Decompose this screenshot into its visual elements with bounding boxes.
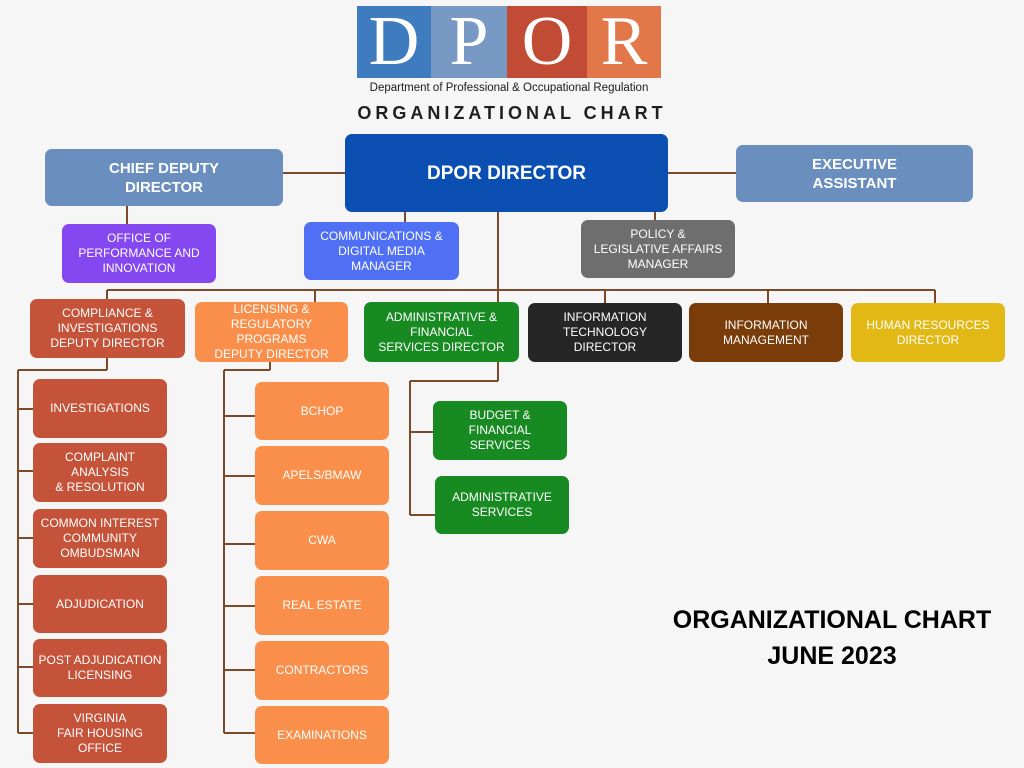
logo-subtitle: Department of Professional & Occupationa… (369, 82, 649, 94)
node-administrative-director: ADMINISTRATIVE & FINANCIAL SERVICES DIRE… (364, 302, 519, 362)
unit-apels-bmaw: APELS/BMAW (255, 446, 389, 505)
unit-adjudication: ADJUDICATION (33, 575, 167, 633)
node-communications-manager: COMMUNICATIONS & DIGITAL MEDIA MANAGER (304, 222, 459, 280)
node-executive-assistant: EXECUTIVE ASSISTANT (736, 145, 973, 202)
node-chief-deputy-director: CHIEF DEPUTY DIRECTOR (45, 149, 283, 206)
unit-administrative-services: ADMINISTRATIVE SERVICES (435, 476, 569, 534)
node-dpor-director: DPOR DIRECTOR (345, 134, 668, 212)
logo-letter-d: D (357, 6, 431, 78)
unit-budget-financial: BUDGET & FINANCIAL SERVICES (433, 401, 567, 460)
logo-letter-r: R (587, 6, 661, 78)
node-compliance-deputy-director: COMPLIANCE & INVESTIGATIONS DEPUTY DIREC… (30, 299, 185, 358)
unit-real-estate: REAL ESTATE (255, 576, 389, 635)
unit-contractors: CONTRACTORS (255, 641, 389, 700)
unit-cwa: CWA (255, 511, 389, 570)
unit-bchop: BCHOP (255, 382, 389, 440)
unit-fair-housing: VIRGINIA FAIR HOUSING OFFICE (33, 704, 167, 763)
logo-letter-p: P (431, 6, 507, 78)
page-title: ORGANIZATIONAL CHART (357, 103, 667, 123)
node-office-of-performance: OFFICE OF PERFORMANCE AND INNOVATION (62, 224, 216, 283)
dpor-logo: D P O R Department of Professional & Occ… (357, 6, 661, 98)
node-it-director: INFORMATION TECHNOLOGY DIRECTOR (528, 303, 682, 362)
node-hr-director: HUMAN RESOURCES DIRECTOR (851, 303, 1005, 362)
logo-letter-o: O (507, 6, 587, 78)
node-policy-manager: POLICY & LEGISLATIVE AFFAIRS MANAGER (581, 220, 735, 278)
chart-date-caption: ORGANIZATIONAL CHART JUNE 2023 (672, 606, 992, 670)
unit-cic-ombudsman: COMMON INTEREST COMMUNITY OMBUDSMAN (33, 509, 167, 568)
unit-post-adjudication: POST ADJUDICATION LICENSING (33, 639, 167, 697)
unit-examinations: EXAMINATIONS (255, 706, 389, 764)
unit-complaint-analysis: COMPLAINT ANALYSIS & RESOLUTION (33, 443, 167, 502)
node-information-management: INFORMATION MANAGEMENT (689, 303, 843, 362)
node-licensing-deputy-director: LICENSING & REGULATORY PROGRAMS DEPUTY D… (195, 302, 348, 362)
unit-investigations: INVESTIGATIONS (33, 379, 167, 438)
